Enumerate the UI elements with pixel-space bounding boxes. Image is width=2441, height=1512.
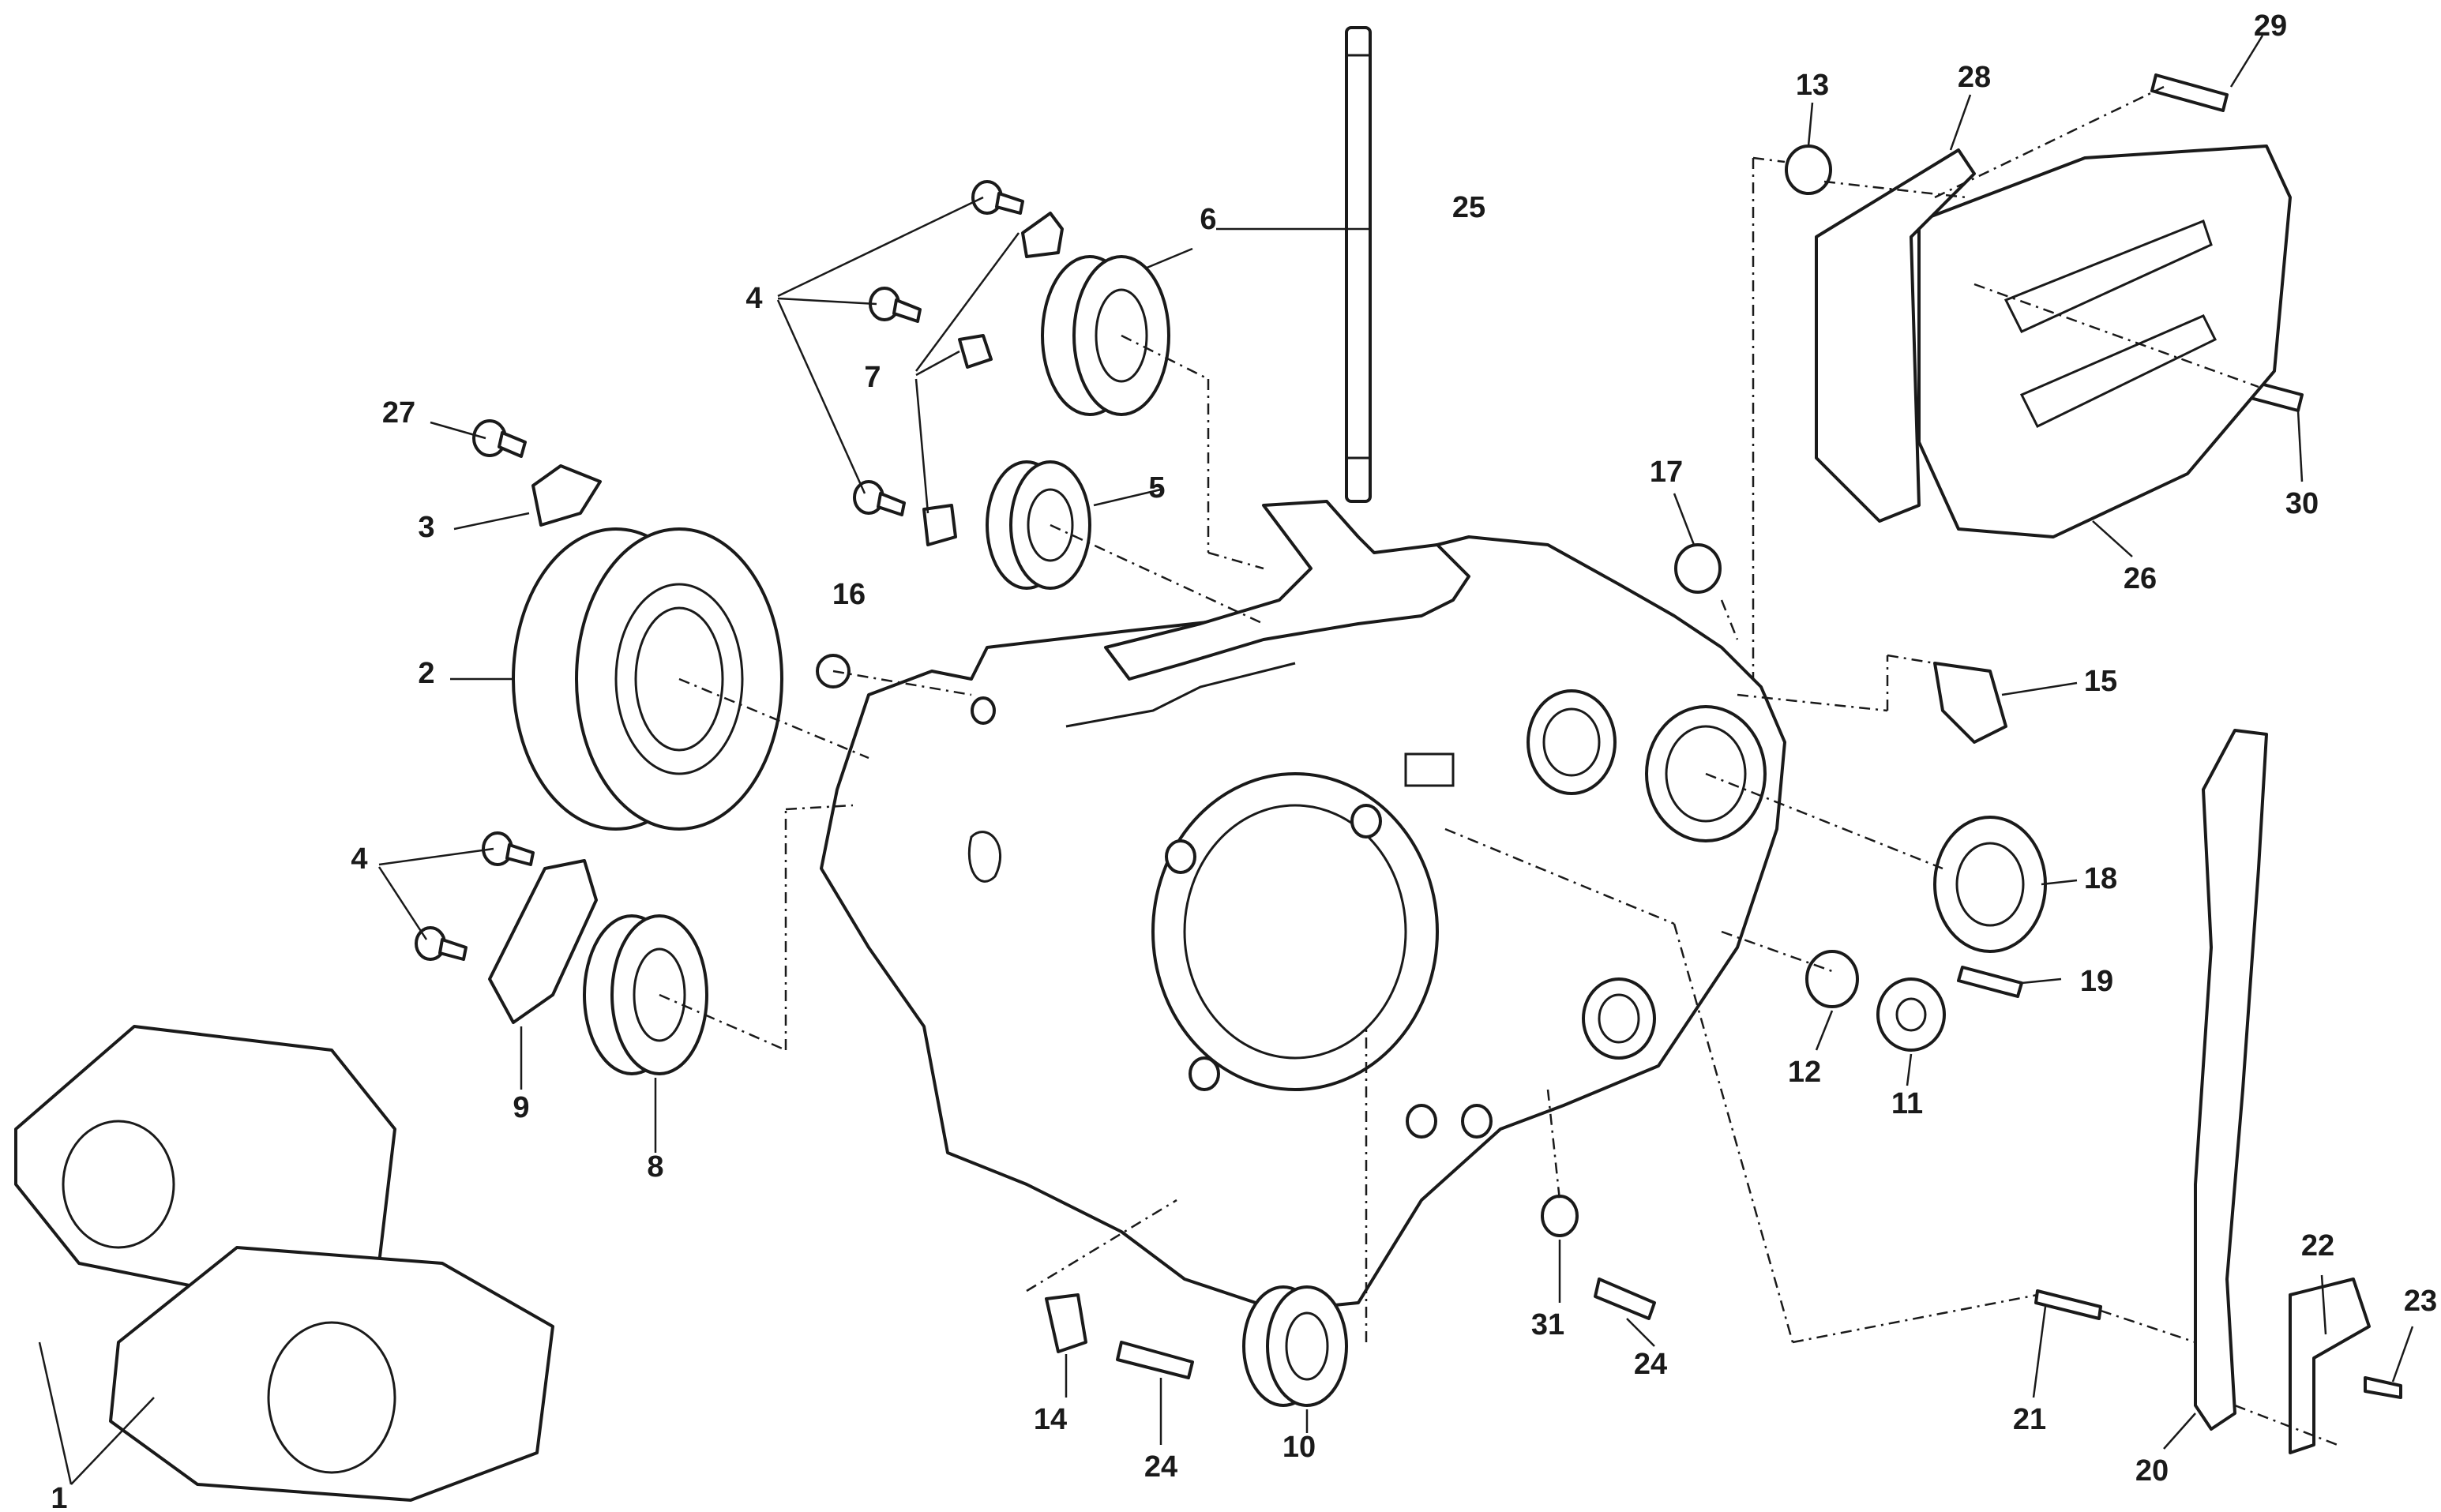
callout-10: 10 <box>1282 1431 1316 1464</box>
callout-28: 28 <box>1958 61 1991 94</box>
inset-crankcase-1 <box>14 1025 554 1502</box>
callout-20: 20 <box>2135 1454 2169 1488</box>
callout-8: 8 <box>647 1150 663 1184</box>
callout-29: 29 <box>2254 9 2287 43</box>
callout-12: 12 <box>1788 1056 1821 1089</box>
leader-lines <box>38 35 2414 1485</box>
cover-26 <box>1917 144 2292 538</box>
callout-14: 14 <box>1034 1403 1067 1436</box>
crankcase-housing <box>820 500 1786 1312</box>
callout-7: 7 <box>864 361 881 394</box>
chain-guide-20 <box>2194 729 2268 1431</box>
callout-30: 30 <box>2285 487 2319 520</box>
callout-21: 21 <box>2013 1403 2046 1436</box>
callout-9: 9 <box>513 1091 529 1124</box>
callout-24-right: 24 <box>1634 1348 1667 1381</box>
callout-26: 26 <box>2124 562 2157 595</box>
callout-4-lower: 4 <box>351 842 367 876</box>
callout-16: 16 <box>832 578 866 611</box>
callout-23: 23 <box>2404 1285 2437 1318</box>
callout-19: 19 <box>2080 965 2113 998</box>
guide-28 <box>1815 148 1976 523</box>
bearing-10 <box>1242 1285 1348 1407</box>
callout-4-upper: 4 <box>745 282 762 315</box>
callout-18: 18 <box>2084 862 2117 895</box>
callout-11: 11 <box>1891 1087 1923 1120</box>
assembly-lines <box>659 85 2338 1446</box>
callout-17: 17 <box>1650 456 1683 489</box>
callout-3: 3 <box>418 511 434 544</box>
bearing-8 <box>583 914 708 1075</box>
callout-25: 25 <box>1452 191 1485 224</box>
callout-13: 13 <box>1796 69 1829 102</box>
callout-15: 15 <box>2084 665 2117 698</box>
callout-22: 22 <box>2301 1229 2334 1263</box>
stud-25 <box>1345 26 1372 503</box>
callout-2: 2 <box>418 657 434 690</box>
callout-27: 27 <box>382 396 415 430</box>
bearing-2 <box>512 527 783 831</box>
callout-1: 1 <box>51 1482 67 1512</box>
callout-labels: 1 2 3 4 4 5 6 7 8 9 10 11 12 13 14 15 16… <box>51 9 2437 1512</box>
callout-6: 6 <box>1200 203 1216 236</box>
callout-24-left: 24 <box>1144 1450 1177 1484</box>
bearing-6 <box>1041 255 1170 416</box>
bearing-5 <box>986 460 1091 590</box>
callout-31: 31 <box>1531 1308 1564 1341</box>
callout-5: 5 <box>1148 471 1165 505</box>
